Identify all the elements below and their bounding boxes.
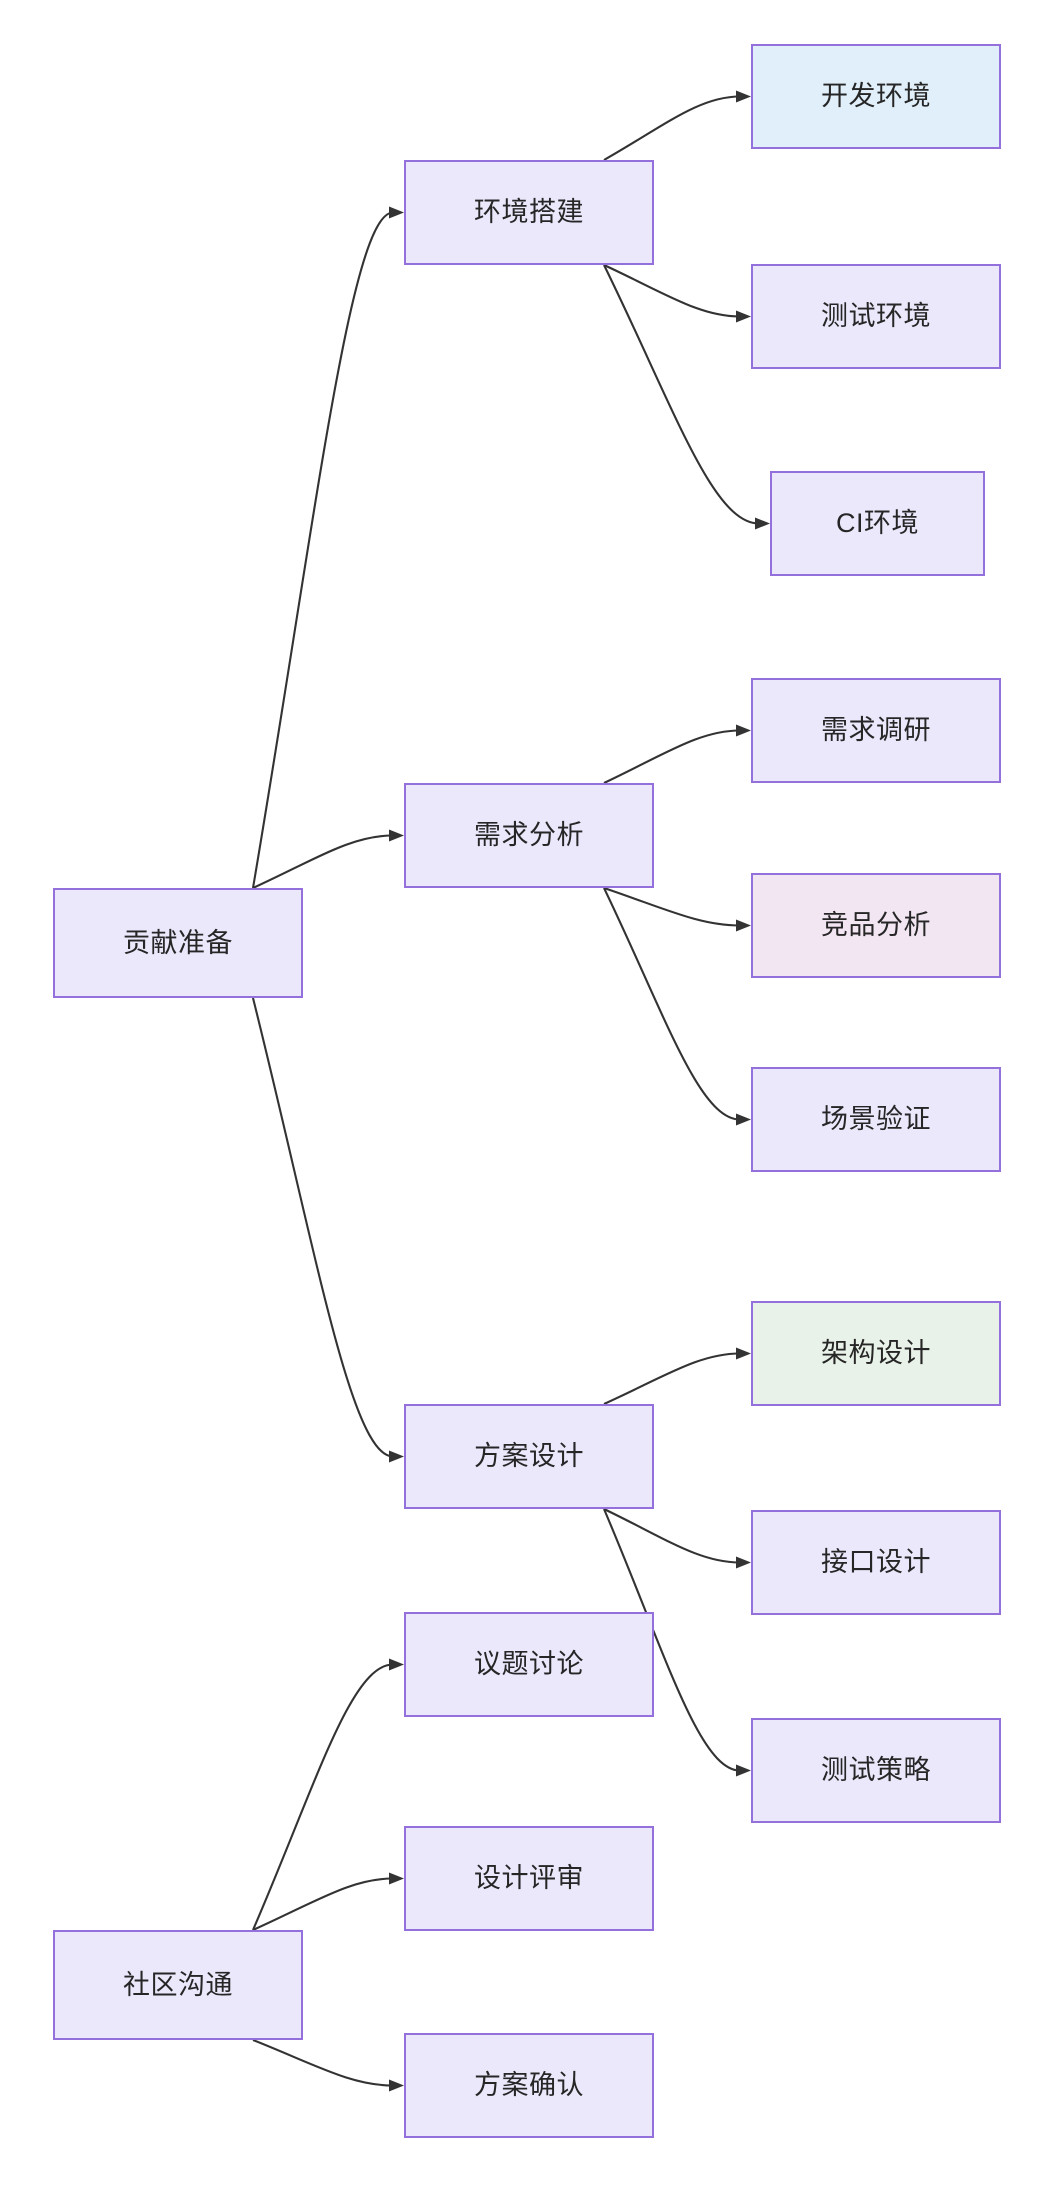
node-dev_env[interactable]: 开发环境 [751, 44, 1001, 149]
node-community[interactable]: 社区沟通 [53, 1930, 303, 2040]
node-api_design[interactable]: 接口设计 [751, 1510, 1001, 1615]
edge-arrowhead [736, 919, 751, 932]
edge-sol_design-to-arch_design [603, 1352, 741, 1405]
node-label: 贡献准备 [123, 927, 233, 958]
node-label: 竞品分析 [821, 910, 931, 940]
edge-req_analysis-to-req_research [603, 729, 741, 784]
node-topic_disc[interactable]: 议题讨论 [404, 1612, 654, 1717]
node-label: 场景验证 [821, 1104, 931, 1134]
node-label: 接口设计 [821, 1547, 931, 1577]
node-label: 需求分析 [474, 820, 584, 850]
edge-sol_design-to-test_strategy [603, 1508, 741, 1772]
edge-arrowhead [389, 2079, 404, 2092]
node-label: 测试环境 [821, 301, 931, 331]
edge-arrowhead [389, 1450, 404, 1463]
node-label: 需求调研 [821, 715, 931, 745]
edge-contrib_prep-to-req_analysis [252, 834, 394, 889]
edge-arrowhead [389, 829, 404, 842]
node-label: 设计评审 [474, 1863, 584, 1893]
edge-contrib_prep-to-env_setup [251, 211, 394, 889]
node-label: 架构设计 [821, 1338, 931, 1368]
node-label: 方案确认 [474, 2070, 584, 2100]
edge-arrowhead [736, 90, 751, 103]
edge-arrowhead [755, 517, 770, 530]
node-req_research[interactable]: 需求调研 [751, 678, 1001, 783]
edge-community-to-plan_confirm [252, 2039, 394, 2087]
edge-contrib_prep-to-sol_design [251, 997, 394, 1458]
node-env_setup[interactable]: 环境搭建 [404, 160, 654, 265]
node-req_analysis[interactable]: 需求分析 [404, 783, 654, 888]
edge-arrowhead [389, 206, 404, 219]
edge-arrowhead [736, 1764, 751, 1777]
edge-arrowhead [736, 1556, 751, 1569]
edge-community-to-topic_disc [252, 1663, 394, 1931]
edge-arrowhead [736, 724, 751, 737]
node-contrib_prep[interactable]: 贡献准备 [53, 888, 303, 998]
node-competitor[interactable]: 竞品分析 [751, 873, 1001, 978]
node-label: 社区沟通 [123, 1969, 233, 2000]
node-test_strategy[interactable]: 测试策略 [751, 1718, 1001, 1823]
node-label: 方案设计 [474, 1441, 584, 1471]
edge-arrowhead [736, 310, 751, 323]
edge-env_setup-to-dev_env [603, 95, 741, 161]
edge-sol_design-to-api_design [603, 1508, 741, 1564]
node-arch_design[interactable]: 架构设计 [751, 1301, 1001, 1406]
node-ci_env[interactable]: CI环境 [770, 471, 985, 576]
edge-req_analysis-to-competitor [603, 887, 741, 927]
edge-env_setup-to-ci_env [603, 264, 760, 525]
edge-arrowhead [736, 1113, 751, 1126]
node-label: 开发环境 [821, 81, 931, 111]
edge-arrowhead [389, 1872, 404, 1885]
node-label: 测试策略 [821, 1755, 931, 1785]
edge-community-to-design_rev [252, 1877, 394, 1931]
edge-arrowhead [389, 1658, 404, 1671]
node-plan_confirm[interactable]: 方案确认 [404, 2033, 654, 2138]
node-sol_design[interactable]: 方案设计 [404, 1404, 654, 1509]
edge-arrowhead [736, 1347, 751, 1360]
node-label: 环境搭建 [474, 197, 584, 227]
node-design_rev[interactable]: 设计评审 [404, 1826, 654, 1931]
node-label: 议题讨论 [474, 1649, 584, 1679]
node-scenario_val[interactable]: 场景验证 [751, 1067, 1001, 1172]
edge-req_analysis-to-scenario_val [603, 887, 741, 1121]
edge-env_setup-to-test_env [603, 264, 741, 318]
node-label: CI环境 [836, 508, 919, 538]
node-test_env[interactable]: 测试环境 [751, 264, 1001, 369]
